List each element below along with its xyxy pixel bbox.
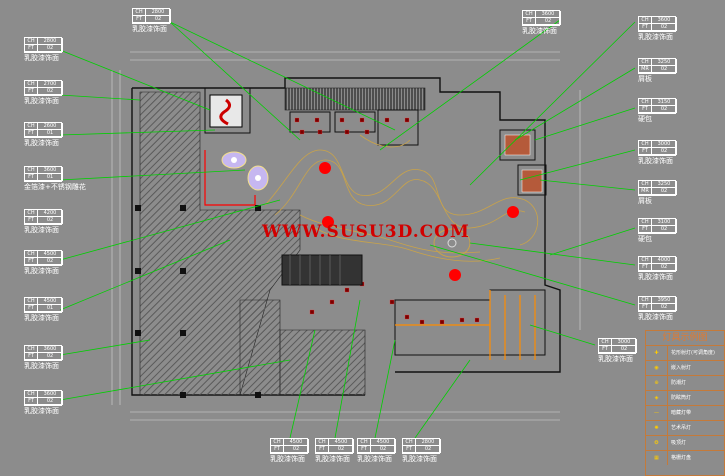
structural-columns: [135, 205, 261, 398]
top-rooms: [204, 87, 419, 146]
round-booth-center: [447, 238, 457, 248]
watermark-text: WWW.SUSU3D.COM: [262, 222, 470, 242]
legend-row: ◉嵌入射灯: [646, 361, 724, 376]
orange-partitions: [395, 290, 536, 360]
hatched-area-bottom: [279, 329, 366, 396]
private-room-b: [521, 169, 543, 193]
legend-symbol-icon: ✚: [646, 346, 668, 360]
dimension-lines: [111, 51, 581, 421]
legend-symbol-icon: ◈: [646, 391, 668, 405]
lighting-legend: 灯具示例图 ✚花形射灯(可调角度) ◉嵌入射灯 ⊕防潮灯 ◈防眩筒灯 —暗藏灯带…: [645, 330, 725, 476]
stair-block: [281, 254, 363, 286]
stair-treads: [289, 255, 341, 285]
feature-ceiling: [221, 151, 269, 191]
private-room-a: [504, 134, 531, 156]
legend-symbol-icon: ◉: [646, 361, 668, 375]
legend-symbol-icon: ▦: [646, 451, 668, 465]
legend-row: ⊕防潮灯: [646, 376, 724, 391]
ceiling-grille: [284, 87, 426, 111]
legend-row: ◈防眩筒灯: [646, 391, 724, 406]
legend-symbol-icon: ⊕: [646, 376, 668, 390]
legend-row: ✚花形射灯(可调角度): [646, 346, 724, 361]
legend-symbol-icon: —: [646, 406, 668, 420]
legend-row: ❂吸顶灯: [646, 436, 724, 451]
legend-row: ✺艺术吊灯: [646, 421, 724, 436]
logo-mark: [219, 98, 231, 126]
legend-row: —暗藏灯带: [646, 406, 724, 421]
legend-row: ▦格栅灯盘: [646, 451, 724, 465]
legend-symbol-icon: ❂: [646, 436, 668, 450]
feature-room-outline: [204, 150, 256, 206]
leader-lines: [59, 19, 636, 439]
private-rooms: [394, 129, 547, 356]
legend-symbol-icon: ✺: [646, 421, 668, 435]
organic-ceiling-lines: [264, 134, 539, 262]
hatched-area-center: [239, 299, 281, 396]
legend-title: 灯具示例图: [646, 331, 724, 346]
red-pendant-lights: [319, 162, 519, 281]
